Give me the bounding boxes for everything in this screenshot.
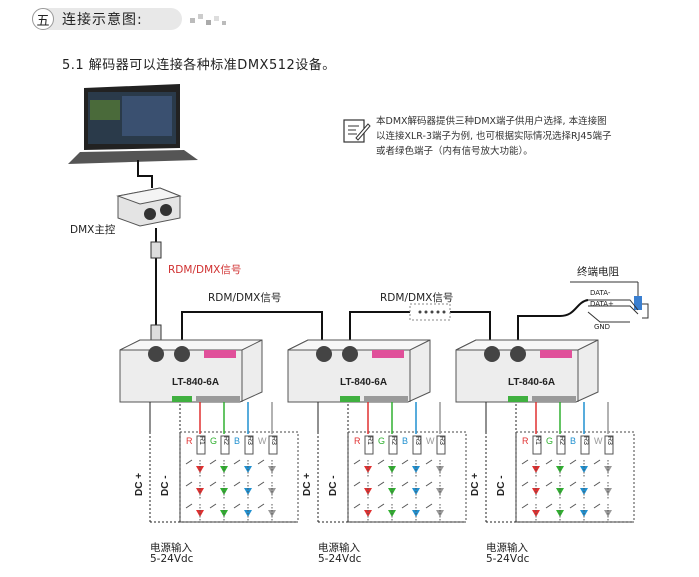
rdm-signal-label-red: RDM/DMX信号 — [168, 264, 242, 276]
dmx-master-label: DMX主控 — [70, 224, 116, 236]
subtitle: 5.1 解码器可以连接各种标准DMX512设备。 — [62, 58, 336, 73]
decoder-model-label: LT-840-6A — [508, 377, 556, 388]
channel-letter-b: B — [234, 436, 241, 446]
channel-resistor-r: R1 — [534, 436, 541, 445]
channel-resistor-w: R3 — [270, 436, 277, 445]
dc-minus-label: DC - — [496, 475, 507, 496]
power-input-label: 电源输入 — [318, 542, 360, 554]
channel-letter-r: R — [522, 436, 529, 446]
note-line-1: 本DMX解码器提供三种DMX端子供用户选择, 本连接图 — [376, 116, 607, 127]
data-plus-label: DATA+ — [590, 300, 614, 308]
dmx-controller-icon — [116, 187, 182, 227]
channel-resistor-b: R3 — [414, 436, 421, 445]
section-title: 连接示意图: — [62, 12, 143, 28]
note-line-2: 以连接XLR-3端子为例, 也可根据实际情况选择RJ45端子 — [376, 131, 612, 142]
decoder-1 — [119, 339, 299, 523]
channel-letter-w: W — [426, 436, 435, 446]
decoder-2 — [287, 339, 467, 523]
terminator-label: 终端电阻 — [577, 266, 619, 278]
channel-letter-r: R — [186, 436, 193, 446]
channel-resistor-g: R2 — [390, 436, 397, 445]
voltage-label: 5-24Vdc — [318, 553, 362, 565]
channel-resistor-r: R1 — [366, 436, 373, 445]
dc-plus-label: DC + — [134, 472, 145, 496]
channel-letter-g: G — [210, 436, 218, 446]
channel-letter-r: R — [354, 436, 361, 446]
section-number: 五 — [32, 8, 54, 30]
channel-letter-w: W — [258, 436, 267, 446]
channel-resistor-g: R2 — [222, 436, 229, 445]
channel-resistor-b: R3 — [582, 436, 589, 445]
section-header: 五 连接示意图: — [32, 8, 226, 30]
terminator-resistor — [570, 281, 649, 323]
voltage-label: 5-24Vdc — [486, 553, 530, 565]
note-text: 本DMX解码器提供三种DMX端子供用户选择, 本连接图 以连接XLR-3端子为例… — [376, 114, 676, 159]
rdm-signal-label-1: RDM/DMX信号 — [208, 292, 282, 304]
channel-resistor-b: R3 — [246, 436, 253, 445]
note-pencil-icon — [343, 119, 371, 143]
channel-resistor-g: R2 — [558, 436, 565, 445]
dc-plus-label: DC + — [470, 472, 481, 496]
channel-letter-b: B — [402, 436, 409, 446]
voltage-label: 5-24Vdc — [150, 553, 194, 565]
channel-letter-b: B — [570, 436, 577, 446]
header-background — [32, 8, 182, 30]
power-input-label: 电源输入 — [486, 542, 528, 554]
decoder-model-label: LT-840-6A — [340, 377, 388, 388]
dc-plus-label: DC + — [302, 472, 313, 496]
power-input-label: 电源输入 — [150, 542, 192, 554]
data-minus-label: DATA- — [590, 289, 611, 297]
channel-resistor-w: R3 — [606, 436, 613, 445]
decoder-3 — [455, 339, 635, 523]
rdm-signal-label-2: RDM/DMX信号 — [380, 292, 454, 304]
gnd-label: GND — [594, 323, 611, 331]
decoder-model-label: LT-840-6A — [172, 377, 220, 388]
channel-letter-g: G — [546, 436, 554, 446]
dc-minus-label: DC - — [160, 475, 171, 496]
channel-resistor-r: R1 — [198, 436, 205, 445]
channel-letter-w: W — [594, 436, 603, 446]
header-dots-decoration — [190, 14, 226, 25]
laptop-icon — [68, 84, 198, 164]
channel-resistor-w: R3 — [438, 436, 445, 445]
channel-letter-g: G — [378, 436, 386, 446]
dc-minus-label: DC - — [328, 475, 339, 496]
note-line-3: 或者绿色端子（内有信号放大功能）。 — [376, 146, 533, 157]
